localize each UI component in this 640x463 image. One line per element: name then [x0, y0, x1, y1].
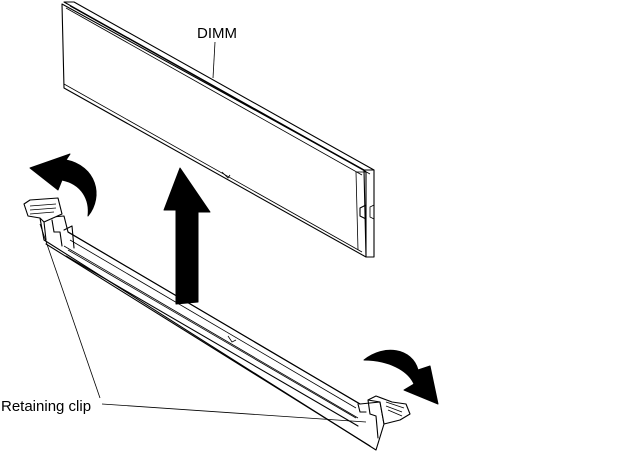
dimm-module	[61, 1, 375, 258]
up-arrow-icon	[163, 167, 211, 305]
curved-arrow-clockwise-icon	[363, 349, 439, 405]
dimm-leader-line	[212, 41, 216, 79]
retaining-clip-label: Retaining clip	[1, 398, 91, 415]
curved-arrow-counterclockwise-icon	[29, 153, 97, 217]
dimm-slot-connector	[39, 215, 385, 451]
retaining-clip-leader-left	[39, 223, 101, 399]
dimm-label: DIMM	[197, 25, 237, 42]
left-retaining-clip	[23, 197, 63, 241]
right-retaining-clip	[367, 395, 411, 425]
retaining-clip-leader-right	[101, 403, 367, 423]
